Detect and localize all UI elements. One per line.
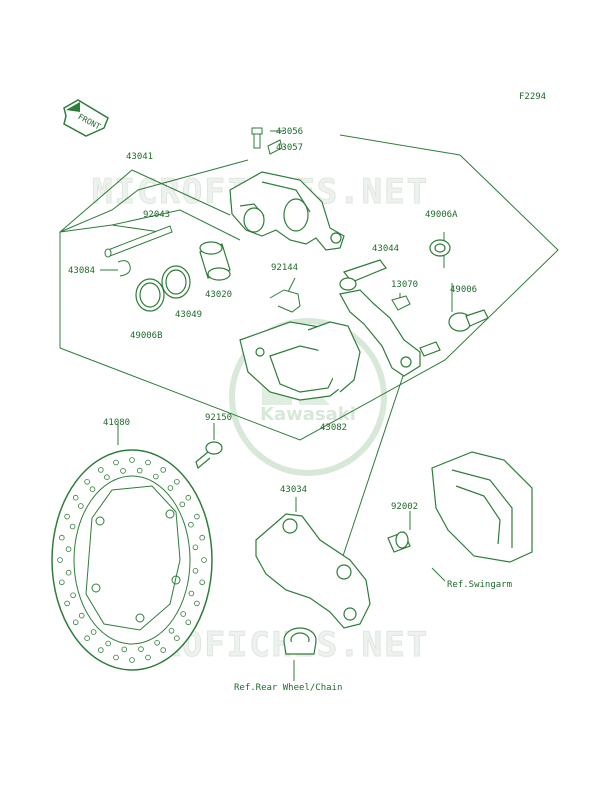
disc-hole <box>84 478 90 485</box>
label-43049: 43049 <box>175 310 203 320</box>
disc-hole <box>194 600 200 607</box>
disc-hole <box>174 478 180 485</box>
disc-hole <box>167 485 174 491</box>
disc-hole <box>160 647 167 653</box>
caliper-body <box>229 171 345 251</box>
disc-hole <box>145 459 151 466</box>
boot-49006a <box>429 239 451 257</box>
disc-hole <box>179 501 186 508</box>
disc-hole <box>136 467 143 474</box>
disc-hole <box>120 468 126 474</box>
disc-hole <box>201 557 207 563</box>
disc-hole <box>105 640 111 647</box>
label-43082: 43082 <box>320 423 348 433</box>
brake-pads <box>239 321 361 401</box>
label-43034: 43034 <box>280 485 308 495</box>
disc-hole <box>160 467 167 473</box>
pad-spring <box>269 289 301 313</box>
clip <box>117 260 131 277</box>
disc-hole <box>65 546 72 552</box>
disc-hole <box>78 612 85 619</box>
disc-hole <box>104 474 110 481</box>
logo-text: Kawasaki <box>260 404 356 425</box>
disc-hole <box>58 579 65 586</box>
disc-hole <box>129 657 135 663</box>
boot-49006 <box>448 309 489 332</box>
disc-bolt <box>195 441 223 470</box>
disc-hole <box>72 494 79 501</box>
disc-hole <box>98 647 104 653</box>
label-92150: 92150 <box>205 413 233 423</box>
disc-hole <box>98 467 104 473</box>
disc-hole <box>154 639 160 646</box>
label-43056: 43056 <box>276 127 304 137</box>
disc-hole <box>58 534 65 541</box>
label-49006a: 49006A <box>425 210 458 220</box>
swingarm-ref <box>431 451 533 563</box>
bleeder-valve <box>251 127 283 155</box>
disc-hole <box>69 523 76 530</box>
disc-hole <box>192 567 199 574</box>
caliper-bracket <box>339 259 441 377</box>
disc-hole <box>194 513 200 520</box>
front-arrow: FRONT <box>63 99 109 137</box>
caliper-mount-bracket <box>255 513 371 629</box>
disc-hole <box>129 457 135 463</box>
disc-hole <box>168 627 175 634</box>
disc-hole <box>199 579 206 586</box>
label-49006b: 49006B <box>130 331 163 341</box>
disc-hole <box>78 503 84 509</box>
collar <box>387 531 411 553</box>
disc-hole <box>188 521 194 528</box>
disc-hole <box>70 592 76 599</box>
disc-hole <box>121 646 128 653</box>
disc-hole <box>138 646 144 652</box>
label-41080: 41080 <box>103 418 131 428</box>
disc-hole <box>113 654 119 661</box>
disc-hole <box>57 557 63 563</box>
label-13070: 13070 <box>391 280 419 290</box>
disc-hole <box>185 494 192 501</box>
caliper-pin <box>104 225 173 258</box>
label-92002: 92002 <box>391 502 419 512</box>
figure-id: F2294 <box>519 92 547 102</box>
wheel-spacer <box>283 627 317 655</box>
label-43041: 43041 <box>126 152 154 162</box>
label-43057: 43057 <box>276 143 304 153</box>
disc-hole <box>64 600 70 607</box>
label-43020: 43020 <box>205 290 233 300</box>
piston-seals <box>135 241 231 312</box>
label-43084: 43084 <box>68 266 96 276</box>
label-49006: 49006 <box>450 285 478 295</box>
label-43044: 43044 <box>372 244 400 254</box>
disc-hole <box>145 654 151 661</box>
disc-hole <box>65 569 72 576</box>
disc-hole <box>153 473 159 480</box>
disc-hole <box>192 544 199 551</box>
label-92144: 92144 <box>271 263 299 273</box>
ref-swingarm: Ref.Swingarm <box>447 580 513 590</box>
disc-hole <box>188 590 195 597</box>
disc-hole <box>72 619 79 626</box>
disc-hole <box>84 635 90 641</box>
disc-hole <box>89 486 96 493</box>
disc-hole <box>185 619 192 626</box>
disc-hole <box>90 629 97 635</box>
disc-hole <box>113 459 119 466</box>
ref-rear-wheel: Ref.Rear Wheel/Chain <box>234 683 343 693</box>
disc-hole <box>64 513 70 520</box>
pad-clip <box>391 295 411 311</box>
brake-disc <box>51 449 213 671</box>
disc-hole <box>199 534 206 541</box>
label-92043: 92043 <box>143 210 171 220</box>
disc-hole <box>174 635 180 641</box>
disc-hole <box>180 611 187 617</box>
